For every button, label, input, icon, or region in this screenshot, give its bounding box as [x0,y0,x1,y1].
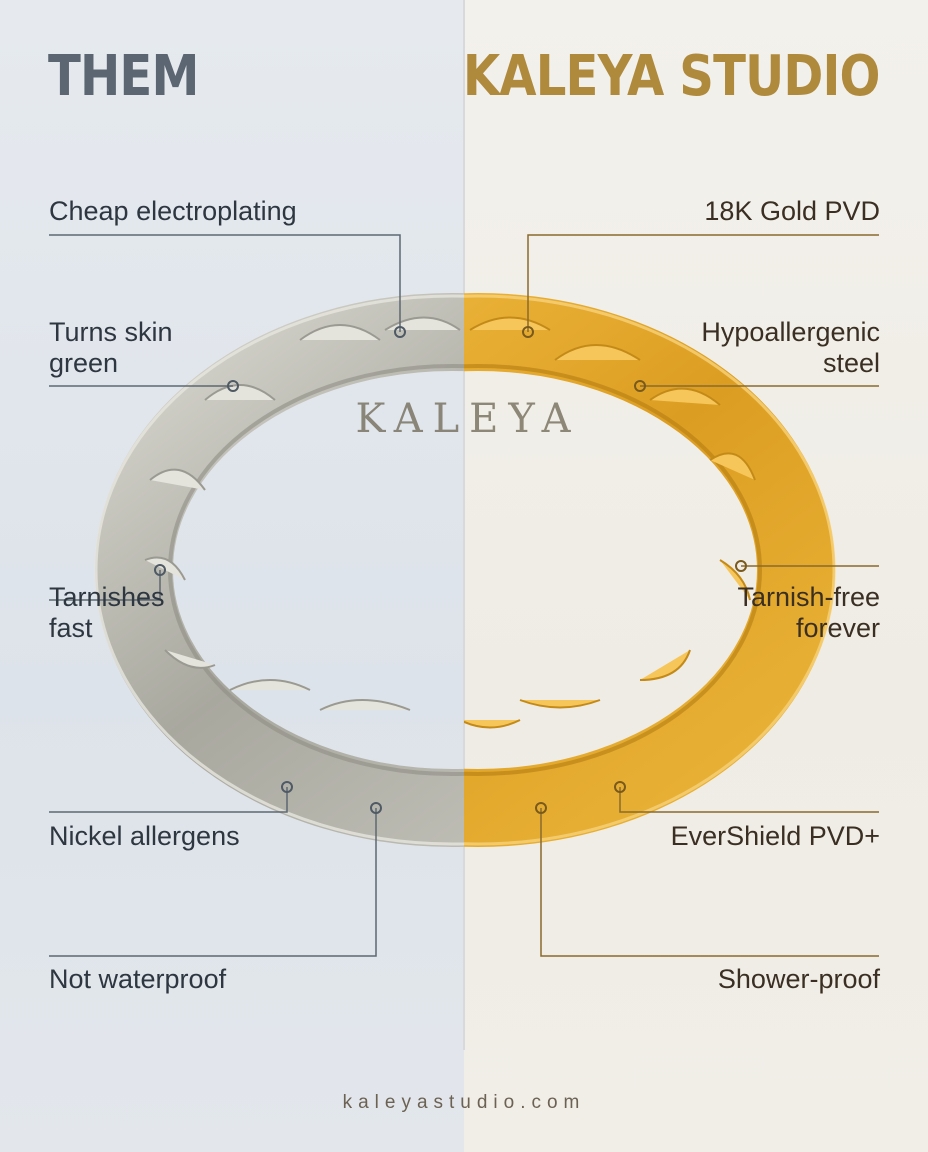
kaleya-label-gold-pvd: 18K Gold PVD [704,196,880,226]
kaleya-label-shower-proof: Shower-proof [717,964,880,994]
them-label-electroplating: Cheap electroplating [49,196,297,226]
website-footer: kaleyastudio.com [342,1092,586,1113]
them-panel [0,0,464,1152]
center-divider [463,0,465,1050]
them-label-tarnishes: Tarnishes fast [49,582,165,643]
kaleya-panel [464,0,928,1152]
them-heading: THEM [48,44,199,109]
kaleya-heading: KALEYA STUDIO [463,44,881,109]
them-label-nickel: Nickel allergens [49,821,240,851]
ring-band-silver [95,293,464,847]
kaleya-label-tarnish-free: Tarnish-free forever [737,582,880,643]
ring-band-gold [464,293,835,847]
kaleya-label-hypoallergenic: Hypoallergenic steel [701,317,880,378]
ring-engraving: KALEYA [355,396,580,442]
kaleya-label-evershield: EverShield PVD+ [670,821,880,851]
them-label-not-waterproof: Not waterproof [49,964,227,994]
them-label-skin-green: Turns skin green [49,317,173,378]
